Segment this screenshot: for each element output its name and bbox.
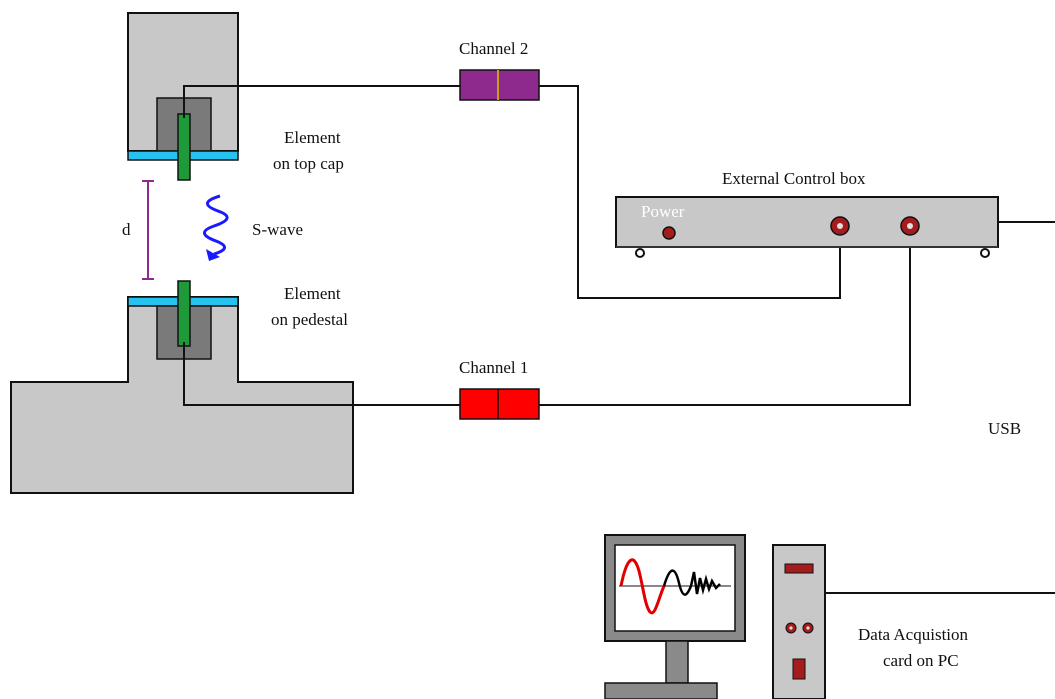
top-bender-element bbox=[177, 113, 191, 181]
channel-2-label: Channel 2 bbox=[459, 39, 528, 58]
pedestal-bender-element bbox=[177, 280, 191, 347]
distance-marker bbox=[142, 180, 154, 280]
element-top-label-line1: Element bbox=[284, 128, 341, 147]
power-led-icon bbox=[662, 226, 676, 240]
pedestal bbox=[10, 280, 354, 494]
drive-slot-icon bbox=[784, 563, 814, 574]
power-label: Power bbox=[641, 202, 685, 221]
monitor-icon bbox=[604, 534, 746, 699]
cable-channel-1 bbox=[183, 226, 911, 406]
cable-usb bbox=[825, 221, 1055, 594]
pedestal-body bbox=[10, 296, 354, 494]
knob-icon bbox=[830, 216, 850, 236]
daq-label-line2: card on PC bbox=[883, 651, 959, 670]
element-pedestal-label-line1: Element bbox=[284, 284, 341, 303]
element-pedestal-label-line2: on pedestal bbox=[271, 310, 348, 329]
daq-label-line1: Data Acquistion bbox=[858, 625, 969, 644]
pc-tower-icon bbox=[772, 544, 826, 699]
channel-1-label: Channel 1 bbox=[459, 358, 528, 377]
control-box bbox=[615, 196, 999, 258]
signal-red-trace bbox=[619, 558, 666, 615]
element-top-label-line2: on top cap bbox=[273, 154, 344, 173]
channel-2-connector bbox=[459, 69, 540, 101]
foot-icon bbox=[635, 248, 645, 258]
power-button-icon bbox=[792, 658, 806, 680]
usb-label: USB bbox=[988, 419, 1021, 438]
control-box-label: External Control box bbox=[722, 169, 866, 188]
signal-black-trace bbox=[662, 569, 721, 596]
swave-label: S-wave bbox=[252, 220, 303, 239]
wave-arrow-icon bbox=[203, 194, 229, 261]
channel-1-connector bbox=[459, 388, 540, 420]
distance-label: d bbox=[122, 220, 131, 239]
cable-channel-2 bbox=[183, 85, 841, 299]
knob-icon bbox=[900, 216, 920, 236]
foot-icon bbox=[980, 248, 990, 258]
